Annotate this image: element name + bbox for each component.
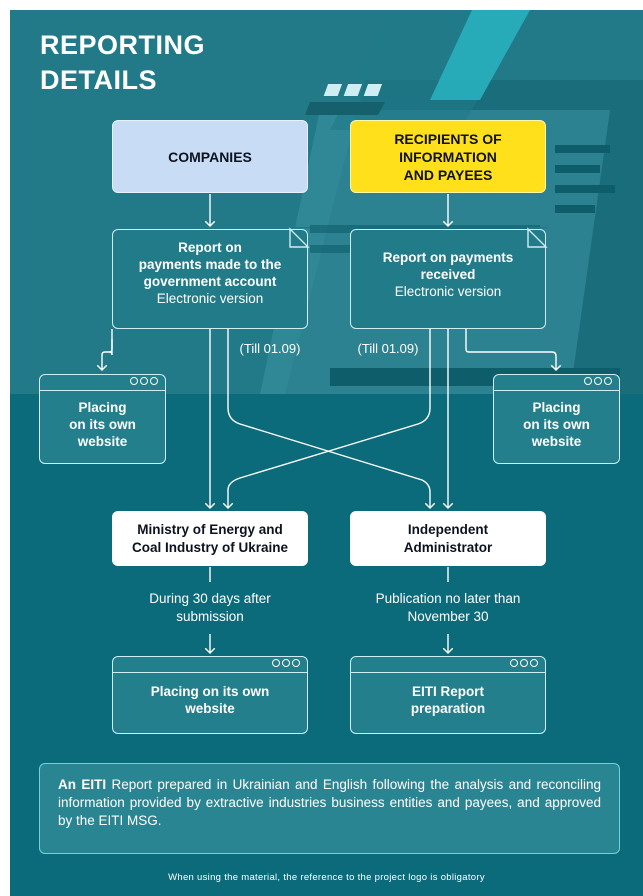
window-titlebar [494, 375, 619, 391]
window-titlebar [351, 657, 545, 673]
report-received-title: Report on payments received [382, 250, 514, 282]
administrator-label: Independent Administrator [403, 521, 493, 555]
website-left-label: Placing on its own website [69, 400, 136, 449]
administrator-note: Publication no later than November 30 [375, 591, 521, 624]
page-title: REPORTING DETAILS [40, 30, 206, 95]
window-titlebar [113, 657, 307, 673]
decor-document-shape [260, 10, 643, 394]
report-payments-received: Report on payments received Electronic v… [350, 229, 546, 329]
recipients-box: RECIPIENTS OF INFORMATION AND PAYEES [350, 120, 546, 193]
report-payments-made: Report on payments made to the governmen… [112, 229, 308, 329]
eiti-report-window: EITI Report preparation [350, 656, 546, 734]
ministry-box: Ministry of Energy and Coal Industry of … [112, 511, 308, 566]
administrator-box: Independent Administrator [350, 511, 546, 566]
window-titlebar [40, 375, 165, 391]
website-window-left: Placing on its own website [39, 374, 166, 464]
summary-box: An EITI Report prepared in Ukrainian and… [39, 763, 620, 854]
companies-label: COMPANIES [168, 148, 252, 165]
report-made-subtitle: Electronic version [156, 291, 264, 306]
window-dots-icon [128, 377, 158, 387]
ministry-label: Ministry of Energy and Coal Industry of … [131, 521, 289, 555]
recipients-label: RECIPIENTS OF INFORMATION AND PAYEES [394, 130, 502, 183]
infographic-canvas: REPORTING DETAILS COMPANIES RECIPIENTS O… [10, 10, 643, 896]
deadline-left: (Till 01.09) [239, 341, 301, 356]
summary-lead: An EITI [58, 777, 107, 792]
website-right-label: Placing on its own website [523, 400, 590, 449]
ministry-website-label: Placing on its own website [150, 684, 270, 716]
ministry-website-window: Placing on its own website [112, 656, 308, 734]
ministry-note: During 30 days after submission [149, 591, 271, 624]
website-window-right: Placing on its own website [493, 374, 620, 464]
footer-note: When using the material, the reference t… [168, 872, 485, 883]
companies-box: COMPANIES [112, 120, 308, 193]
window-dots-icon [582, 377, 612, 387]
eiti-report-label: EITI Report preparation [410, 684, 486, 716]
summary-text: Report prepared in Ukrainian and English… [58, 777, 602, 828]
window-dots-icon [270, 659, 300, 669]
deadline-right: (Till 01.09) [357, 341, 419, 356]
report-received-subtitle: Electronic version [394, 284, 502, 299]
report-made-title: Report on payments made to the governmen… [138, 240, 282, 289]
window-dots-icon [508, 659, 538, 669]
